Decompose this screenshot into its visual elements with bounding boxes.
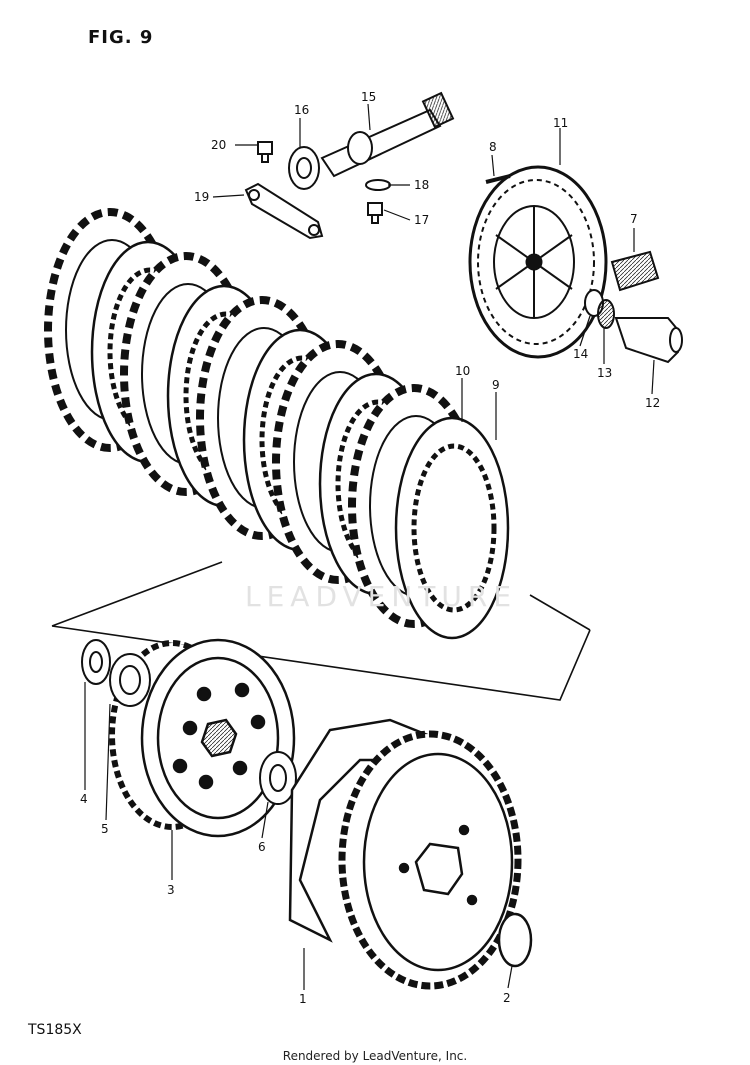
plate-inner-ring: [411, 443, 497, 613]
callout-8: 8: [489, 140, 497, 154]
release-shaft-parts: [244, 91, 511, 240]
watermark: LEADVENTURE: [245, 580, 518, 613]
callout-11: 11: [553, 116, 569, 130]
callout-16: 16: [294, 103, 310, 117]
release-assembly: [584, 250, 683, 364]
render-credit: Rendered by LeadVenture, Inc.: [282, 1049, 468, 1063]
callout-3: 3: [167, 883, 175, 897]
callout-6: 6: [258, 840, 266, 854]
pressure-plate: [468, 165, 608, 359]
callout-19: 19: [194, 190, 210, 204]
clutch-housing: [288, 718, 533, 990]
callout-14: 14: [573, 347, 589, 361]
callout-1: 1: [299, 992, 307, 1006]
clutch-plate-stack: [44, 208, 510, 640]
callout-2: 2: [503, 991, 511, 1005]
washers: [81, 639, 297, 805]
figure-title: FIG. 9: [88, 27, 154, 48]
callout-4: 4: [80, 792, 88, 806]
callout-17: 17: [414, 213, 430, 227]
callout-13: 13: [597, 366, 613, 380]
leader-lines: [84, 103, 655, 990]
callout-9: 9: [492, 378, 500, 392]
callout-10: 10: [455, 364, 471, 378]
callout-7: 7: [630, 212, 638, 226]
callout-18: 18: [414, 178, 430, 192]
callout-5: 5: [101, 822, 109, 836]
callout-12: 12: [645, 396, 661, 410]
model-code: TS185X: [28, 1022, 82, 1038]
callout-20: 20: [211, 138, 227, 152]
callout-15: 15: [361, 90, 377, 104]
